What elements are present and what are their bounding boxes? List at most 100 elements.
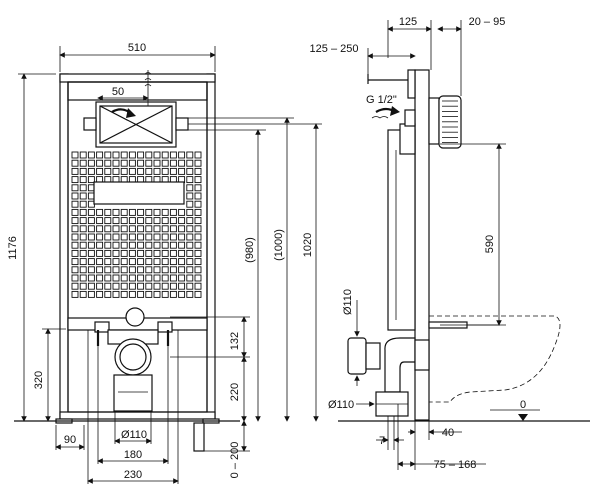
grid-cell [186,184,194,192]
grid-cell [194,290,202,298]
grid-cell [153,167,161,175]
flush-plate-ribs [442,100,458,144]
grid-cell [169,274,177,282]
grid-cell [194,282,202,290]
grid-cell [145,217,153,225]
grid-cell [178,225,186,233]
grid-cell [87,266,95,274]
grid-cell [169,249,177,257]
grid-cell [79,208,87,216]
dim-height-320: 320 [33,371,45,389]
grid-cell [153,249,161,257]
grid-cell [79,225,87,233]
grid-cell [96,282,104,290]
grid-cell [169,241,177,249]
grid-cell [194,151,202,159]
grid-cell [169,208,177,216]
grid-cell [178,233,186,241]
dim-side-125: 125 [399,16,417,28]
grid-cell [112,266,120,274]
grid-cell [145,241,153,249]
cistern-inner-panel [93,181,185,205]
grid-cell [137,151,145,159]
dim-width-total: 510 [128,42,146,54]
grid-cell [71,151,79,159]
grid-cell [96,241,104,249]
grid-cell [137,249,145,257]
grid-cell [178,151,186,159]
grid-cell [194,258,202,266]
grid-cell [112,241,120,249]
grid-cell [178,274,186,282]
grid-cell [87,217,95,225]
grid-cell [161,258,169,266]
grid-cell [128,249,136,257]
grid-cell [137,290,145,298]
dim-side-7: 7 [379,435,385,447]
side-view [338,69,590,422]
grid-cell [161,241,169,249]
grid-cell [128,208,136,216]
grid-cell [104,241,112,249]
grid-cell [137,167,145,175]
grid-cell [178,249,186,257]
grid-cell [79,200,87,208]
grid-cell [79,217,87,225]
grid-cell [194,217,202,225]
grid-cell [145,274,153,282]
grid-cell [96,151,104,159]
grid-cell [104,151,112,159]
drain-pipe [113,374,153,412]
grid-cell [71,176,79,184]
grid-cell [112,225,120,233]
grid-cell [153,266,161,274]
dim-width-90: 90 [64,434,76,446]
grid-cell [96,290,104,298]
grid-cell [161,282,169,290]
grid-cell [87,258,95,266]
grid-cell [186,200,194,208]
grid-cell [71,217,79,225]
grid-cell [120,233,128,241]
grid-cell [178,217,186,225]
grid-cell [104,249,112,257]
grid-cell [178,290,186,298]
dim-width-180: 180 [124,449,142,461]
grid-cell [194,233,202,241]
grid-cell [194,225,202,233]
grid-cell [104,217,112,225]
bracket-right [175,117,189,131]
grid-cell [120,217,128,225]
grid-cell [120,159,128,167]
grid-cell [120,167,128,175]
grid-cell [153,241,161,249]
grid-cell [87,167,95,175]
grid-cell [137,217,145,225]
grid-cell [128,233,136,241]
grid-cell [186,151,194,159]
grid-cell [194,208,202,216]
grid-cell [186,258,194,266]
grid-cell [145,208,153,216]
grid-cell [145,249,153,257]
grid-cell [120,208,128,216]
grid-cell [96,274,104,282]
flush-plate-back [428,97,440,145]
grid-cell [104,159,112,167]
dim-side-75-168: 75 – 168 [434,459,477,471]
grid-cell [178,282,186,290]
grid-cell [137,282,145,290]
grid-cell [186,176,194,184]
outlet-inner [119,343,147,371]
grid-cell [186,241,194,249]
grid-cell [137,274,145,282]
grid-cell [128,282,136,290]
flush-plate-inner [99,105,173,144]
grid-cell [161,266,169,274]
grid-cell [87,225,95,233]
grid-cell [145,151,153,159]
grid-cell [112,159,120,167]
grid-cell [128,290,136,298]
grid-cell [137,159,145,167]
